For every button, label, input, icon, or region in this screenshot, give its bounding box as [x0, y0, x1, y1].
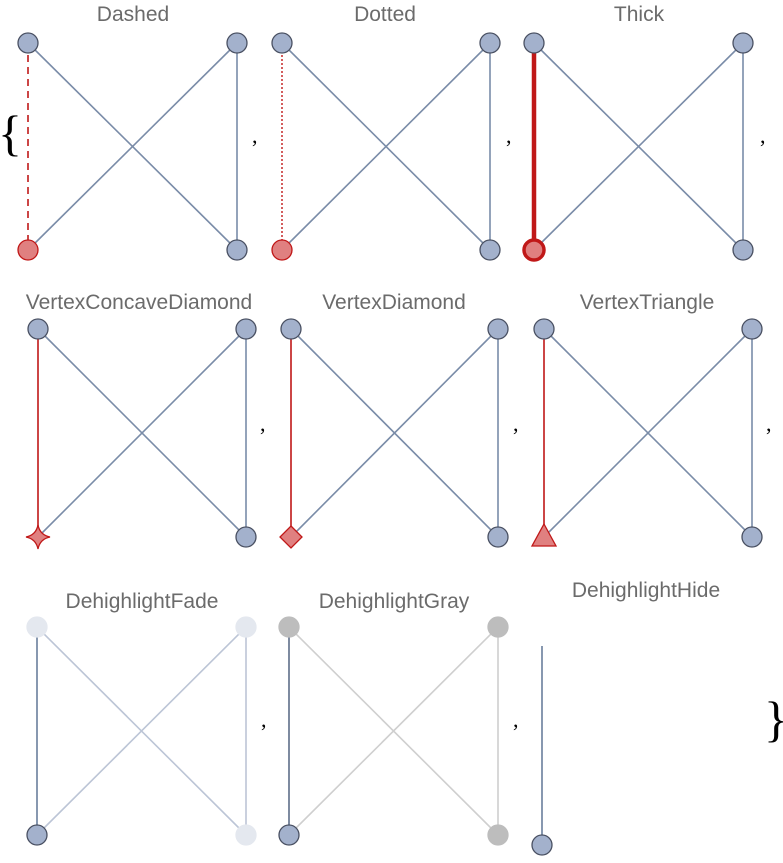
panel-dashed: Dashed	[17, 3, 248, 261]
separator: ,	[760, 123, 766, 148]
graph-edge	[543, 328, 753, 538]
graph-vertices	[17, 32, 248, 261]
graph-edge	[290, 328, 499, 538]
highlighted-vertex	[278, 824, 300, 846]
panel-dotted: Dotted	[271, 3, 501, 261]
graph-vertex	[523, 32, 545, 54]
graph-vertices	[522, 32, 754, 262]
panel-dehighlight-fade: DehighlightFade	[26, 590, 257, 846]
panel-title: Dashed	[97, 3, 169, 26]
graph-vertices	[271, 32, 501, 261]
panel-title: VertexTriangle	[580, 291, 715, 314]
graph-edge	[281, 42, 491, 251]
graph-vertices	[278, 616, 509, 846]
graph-vertex	[479, 239, 501, 261]
graph-vertex	[226, 32, 248, 54]
panel-vertex-triangle: VertexTriangle	[530, 291, 763, 548]
graph-vertex	[487, 318, 509, 340]
highlighted-vertex	[271, 239, 293, 261]
highlighted-vertex	[531, 834, 553, 856]
separator: ,	[260, 411, 266, 436]
graph-vertex	[732, 32, 754, 54]
graph-edge	[27, 42, 238, 251]
graph-edges	[531, 42, 744, 251]
separator: ,	[506, 123, 512, 148]
panel-title: DehighlightHide	[572, 579, 720, 602]
graph-edges	[281, 42, 491, 251]
panel-title: DehighlightGray	[319, 590, 470, 613]
graph-edges	[36, 626, 247, 836]
graph-edges	[543, 328, 753, 538]
panel-title: VertexDiamond	[322, 291, 466, 314]
panel-title: Thick	[614, 3, 665, 26]
panel-title: Dotted	[354, 3, 416, 26]
faded-vertex	[235, 824, 257, 846]
graph-vertex	[27, 318, 49, 340]
graph-vertex	[487, 526, 509, 548]
panel-vertex-diamond: VertexDiamond	[279, 291, 509, 549]
graph-vertex	[235, 318, 257, 340]
graph-vertex	[226, 239, 248, 261]
graph-edges	[288, 626, 499, 836]
faded-edge	[36, 626, 247, 836]
graph-edges	[37, 328, 247, 538]
separator: ,	[261, 707, 267, 732]
separator: ,	[766, 411, 772, 436]
graph-vertices	[279, 318, 509, 549]
faded-vertex	[235, 616, 257, 638]
panel-title: DehighlightFade	[66, 590, 219, 613]
graph-edge	[37, 328, 247, 538]
graph-vertex	[235, 526, 257, 548]
open-brace: {	[0, 105, 22, 161]
gray-vertex	[487, 824, 509, 846]
panel-vertex-concave-diamond: VertexConcaveDiamond	[25, 291, 257, 550]
panel-dehighlight-gray: DehighlightGray	[278, 590, 509, 846]
graph-vertex	[533, 318, 555, 340]
graph-vertices	[25, 318, 257, 550]
graph-vertex	[741, 526, 763, 548]
panel-title: VertexConcaveDiamond	[26, 291, 252, 314]
gray-edge	[288, 626, 499, 836]
graph-vertex	[479, 32, 501, 54]
separator: ,	[252, 123, 258, 148]
highlighted-vertex	[26, 824, 48, 846]
graph-edges	[290, 328, 499, 538]
separator: ,	[513, 707, 519, 732]
graph-vertex	[732, 239, 754, 261]
graph-vertex	[271, 32, 293, 54]
triangle-vertex	[530, 522, 558, 547]
concave-diamond-vertex	[25, 524, 51, 550]
graph-edge	[533, 42, 744, 251]
faded-vertex	[26, 616, 48, 638]
graph-vertex	[741, 318, 763, 340]
highlighted-vertex	[17, 239, 39, 261]
graph-edges	[27, 42, 238, 251]
graph-vertex	[17, 32, 39, 54]
panel-thick: Thick	[522, 3, 754, 262]
panel-dehighlight-hide: DehighlightHide	[531, 579, 720, 856]
graph-vertex	[280, 318, 302, 340]
gray-vertex	[278, 616, 300, 638]
graph-vertices	[26, 616, 257, 846]
diamond-vertex	[279, 525, 303, 549]
gray-vertex	[487, 616, 509, 638]
separator: ,	[513, 411, 519, 436]
close-brace: }	[764, 691, 783, 747]
graph-vertices	[531, 834, 553, 856]
highlighted-vertex	[522, 238, 546, 262]
graph-vertices	[530, 318, 763, 548]
